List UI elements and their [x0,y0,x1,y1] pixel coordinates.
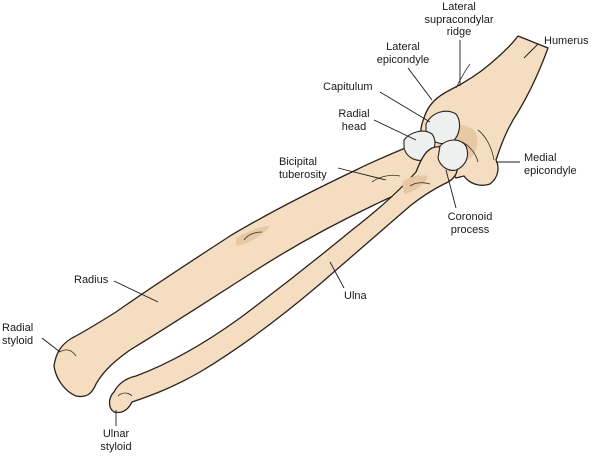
leader-line-lateral-epicondyle [407,67,433,101]
label-radius: Radius [74,274,109,286]
leader-line-humerus [523,43,539,59]
label-lateral-epicondyle: Lateral epicondyle [363,41,443,66]
label-text: Bicipital [279,156,317,168]
leader-line-capitulum [379,91,431,123]
label-text: tuberosity [279,168,327,181]
leader-line-bicipital-tuberosity [337,167,387,181]
label-medial-epicondyle: Medial epicondyle [524,152,577,177]
radius-bone [53,145,429,398]
leader-lines [41,40,539,426]
label-ulnar-styloid: Ulnar styloid [86,428,146,453]
label-text: Radial [2,322,34,334]
label-text: Coronoid [447,211,493,223]
label-text: process [450,223,490,236]
label-text: epicondyle [376,53,430,66]
label-radial-head: Radial head [327,108,381,133]
label-text: Ulnar [102,428,130,440]
label-humerus: Humerus [544,35,589,47]
leader-line-coronoid-process [445,169,457,209]
ulna-bone [108,146,458,414]
coronoid-trochlea-shape [437,139,469,171]
leader-line-radius [113,280,159,303]
leader-line-radial-styloid [41,337,61,353]
label-text: supracondylar [424,13,494,26]
label-text: Medial [524,152,557,164]
leader-line-ulna [329,261,345,289]
label-text: Lateral [386,41,420,53]
leader-line-radial-head [373,119,417,141]
label-ulna: Ulna [344,290,367,302]
label-text: ridge [446,26,472,38]
label-text: head [341,120,367,133]
label-radial-styloid: Radial styloid [2,322,33,347]
label-lateral-supracondylar-ridge: Lateral supracondylar ridge [409,1,509,39]
label-text: styloid [100,440,132,453]
label-text: Lateral [442,1,476,13]
label-text: styloid [2,334,34,347]
label-capitulum: Capitulum [323,81,373,93]
label-bicipital-tuberosity: Bicipital tuberosity [279,156,327,181]
label-text: epicondyle [524,164,577,177]
label-coronoid-process: Coronoid process [430,211,510,236]
label-text: Radial [338,108,370,120]
